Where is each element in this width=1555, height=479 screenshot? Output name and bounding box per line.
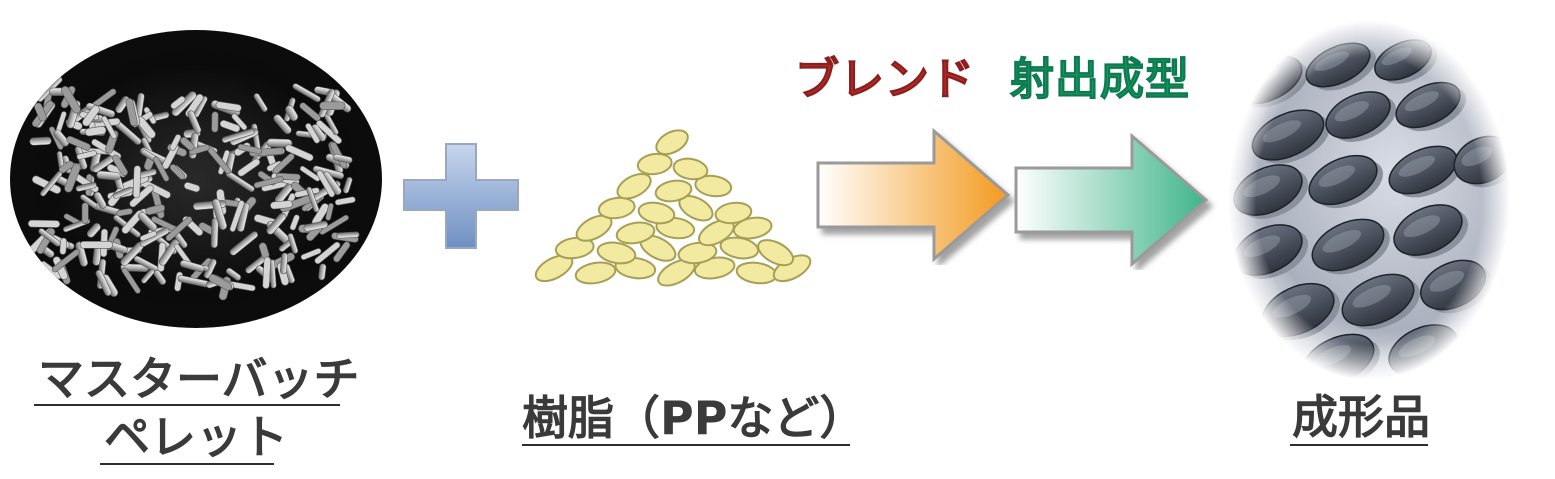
masterbatch-caption-line2: ペレット (104, 410, 288, 464)
arrow-right-icon (1014, 132, 1209, 268)
caption-underline (1290, 444, 1428, 446)
masterbatch-pellets-image (10, 30, 382, 328)
resin-caption: 樹脂（PPなど） (522, 391, 866, 445)
masterbatch-caption-line1: マスターバッチ (38, 352, 360, 406)
blend-label: ブレンド (795, 54, 975, 105)
molded-product-caption: 成形品 (1292, 390, 1430, 444)
injection-molding-label: 射出成型 (1010, 54, 1190, 105)
caption-underline (522, 444, 850, 446)
caption-underline (100, 463, 274, 465)
plus-icon (403, 143, 519, 249)
caption-underline (34, 404, 340, 406)
resin-pellets-image (534, 129, 812, 287)
molded-product-image (1228, 20, 1510, 380)
arrow-right-icon (816, 127, 1011, 263)
